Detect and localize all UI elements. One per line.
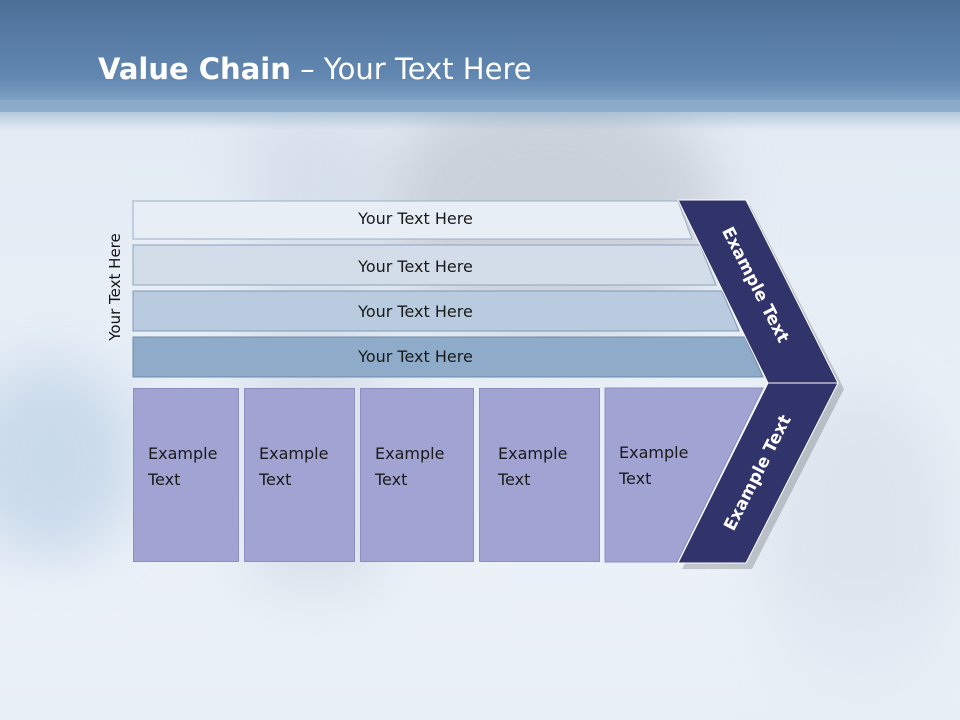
header-band xyxy=(0,0,960,112)
activity-cell-label: Example Text xyxy=(375,444,445,489)
activity-cell-4: Example Text xyxy=(479,388,600,562)
header-fade xyxy=(0,100,960,130)
row-bar-2 xyxy=(132,244,717,286)
activity-cell-5: Example Text xyxy=(605,388,705,562)
activity-cell-1: Example Text xyxy=(133,388,239,562)
title-rest: – Your Text Here xyxy=(290,52,532,86)
activity-cell-2: Example Text xyxy=(244,388,355,562)
row-bar-1 xyxy=(132,200,693,240)
activity-cell-label: Example Text xyxy=(498,444,568,489)
activity-cell-label: Example Text xyxy=(619,443,689,488)
row-bar-4 xyxy=(132,336,764,378)
slide-title: Value Chain – Your Text Here xyxy=(98,52,532,86)
row-label-4: Your Text Here xyxy=(358,347,473,366)
row-label-2: Your Text Here xyxy=(358,257,473,276)
row-label-1: Your Text Here xyxy=(358,209,473,228)
reflection-fade xyxy=(0,562,960,720)
activity-cell-label: Example Text xyxy=(148,444,218,489)
row-label-3: Your Text Here xyxy=(358,302,473,321)
row-bar-3 xyxy=(132,290,740,332)
activity-cell-label: Example Text xyxy=(259,444,329,489)
background-blob xyxy=(0,360,140,560)
activity-cell-3: Example Text xyxy=(360,388,474,562)
title-bold: Value Chain xyxy=(98,52,291,86)
